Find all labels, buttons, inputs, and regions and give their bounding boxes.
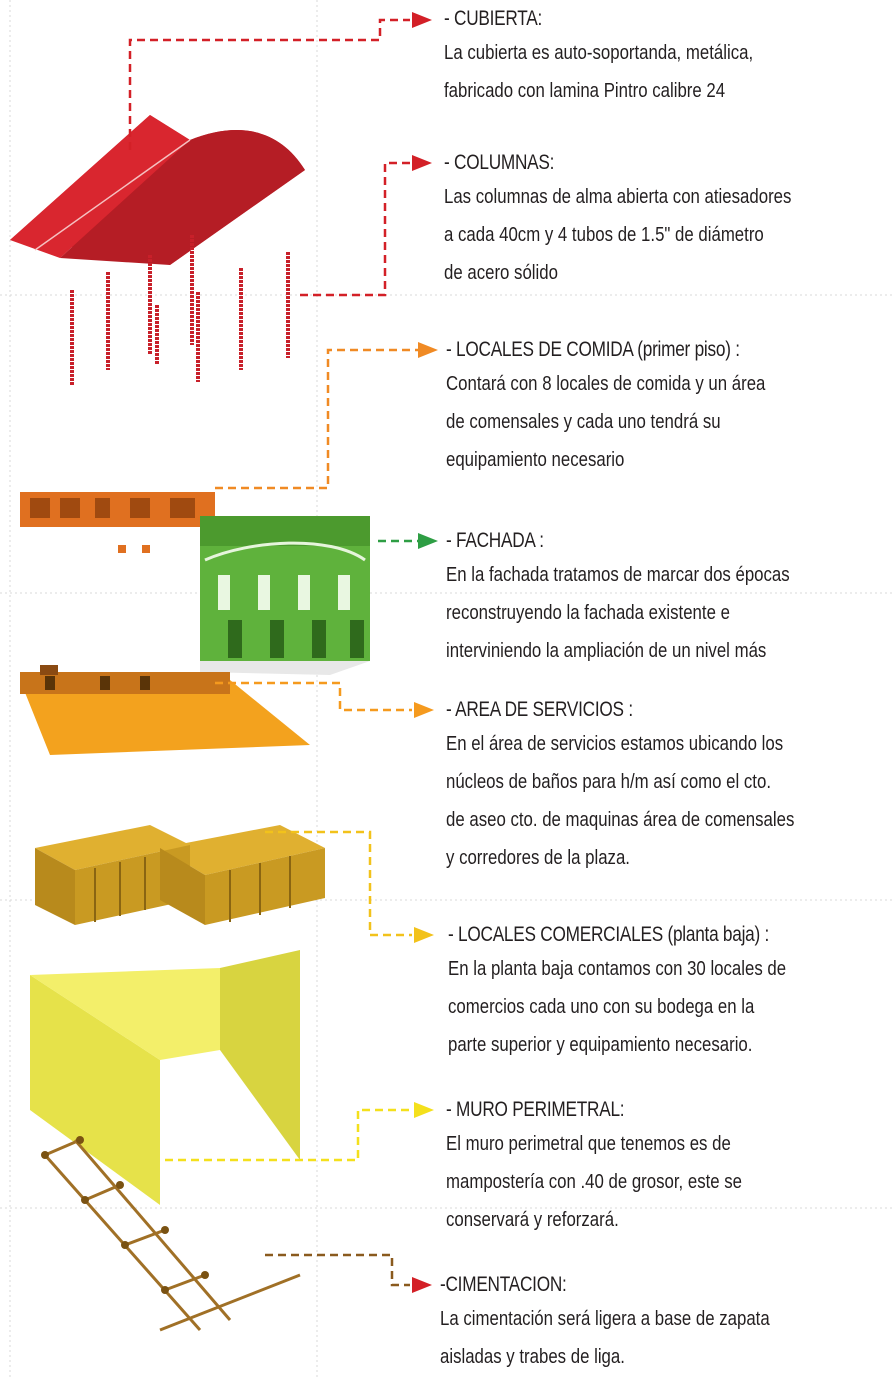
- section-line: reconstruyendo la fachada existente e: [446, 602, 730, 624]
- leader-comida: [215, 348, 418, 490]
- leader-cubierta: [128, 18, 410, 150]
- section-line: Las columnas de alma abierta con atiesad…: [444, 186, 792, 208]
- section-line: El muro perimetral que tenemos es de: [446, 1133, 731, 1155]
- section-line: parte superior y equipamiento necesario.: [448, 1034, 753, 1056]
- leader-servicios: [215, 681, 412, 712]
- section-cimentacion: -CIMENTACION: La cimentación será ligera…: [440, 1270, 885, 1376]
- arrow-cimentacion: [412, 1277, 432, 1293]
- arrow-comerciales: [414, 927, 434, 943]
- leader-comerciales: [265, 830, 412, 937]
- section-line: En la planta baja contamos con 30 locale…: [448, 958, 787, 980]
- section-title: -CIMENTACION:: [440, 1273, 567, 1296]
- section-muro-perimetral: - MURO PERIMETRAL: El muro perimetral qu…: [446, 1095, 891, 1239]
- section-line: La cimentación será ligera a base de zap…: [440, 1308, 770, 1330]
- arrow-fachada: [418, 533, 438, 549]
- section-line: interviniendo la ampliación de un nivel …: [446, 640, 767, 662]
- section-line: mampostería con .40 de grosor, este se: [446, 1171, 743, 1193]
- arrow-servicios: [414, 702, 434, 718]
- section-fachada: - FACHADA : En la fachada tratamos de ma…: [446, 526, 891, 670]
- facade-model: [200, 516, 370, 675]
- columns-model: [70, 235, 290, 385]
- section-line: comercios cada uno con su bodega en la: [448, 996, 755, 1018]
- commercial-stalls-model: [35, 825, 325, 925]
- arrow-columnas: [412, 155, 432, 171]
- section-line: La cubierta es auto-soportanda, metálica…: [444, 42, 754, 64]
- section-cubierta: - CUBIERTA: La cubierta es auto-soportan…: [444, 4, 889, 110]
- section-line: a cada 40cm y 4 tubos de 1.5" de diámetr…: [444, 224, 764, 246]
- arrow-comida: [418, 342, 438, 358]
- arrowheads: [412, 12, 438, 1293]
- section-line: Contará con 8 locales de comida y un áre…: [446, 373, 766, 395]
- section-line: conservará y reforzará.: [446, 1209, 619, 1231]
- section-line: y corredores de la plaza.: [446, 847, 630, 869]
- section-area-servicios: - AREA DE SERVICIOS : En el área de serv…: [446, 695, 891, 877]
- roof-model: [10, 115, 305, 265]
- arrow-cubierta: [412, 12, 432, 28]
- section-line: En el área de servicios estamos ubicando…: [446, 733, 784, 755]
- section-line: núcleos de baños para h/m así como el ct…: [446, 771, 771, 793]
- leader-muro: [165, 1108, 412, 1162]
- section-line: equipamiento necesario: [446, 449, 625, 471]
- section-locales-comerciales: - LOCALES COMERCIALES (planta baja) : En…: [448, 920, 892, 1064]
- foundation-model: [41, 1136, 301, 1332]
- section-line: fabricado con lamina Pintro calibre 24: [444, 80, 726, 102]
- section-title: - LOCALES DE COMIDA (primer piso) :: [446, 338, 740, 361]
- section-title: - MURO PERIMETRAL:: [446, 1098, 625, 1121]
- section-line: de comensales y cada uno tendrá su: [446, 411, 721, 433]
- perimeter-wall-model: [30, 950, 300, 1205]
- section-line: aisladas y trabes de liga.: [440, 1346, 625, 1368]
- section-columnas: - COLUMNAS: Las columnas de alma abierta…: [444, 148, 889, 292]
- section-title: - FACHADA :: [446, 529, 544, 552]
- section-title: - COLUMNAS:: [444, 151, 555, 174]
- section-title: - CUBIERTA:: [444, 7, 543, 30]
- section-title: - AREA DE SERVICIOS :: [446, 698, 633, 721]
- services-area-model: [20, 665, 310, 755]
- food-stalls-model: [20, 492, 215, 553]
- section-line: En la fachada tratamos de marcar dos épo…: [446, 564, 790, 586]
- leader-columnas: [300, 161, 410, 297]
- leader-lines: [128, 18, 418, 1287]
- section-locales-comida: - LOCALES DE COMIDA (primer piso) : Cont…: [446, 335, 891, 479]
- section-line: de aseo cto. de maquinas área de comensa…: [446, 809, 795, 831]
- section-line: de acero sólido: [444, 262, 558, 284]
- section-title: - LOCALES COMERCIALES (planta baja) :: [448, 923, 770, 946]
- arrow-muro: [414, 1102, 434, 1118]
